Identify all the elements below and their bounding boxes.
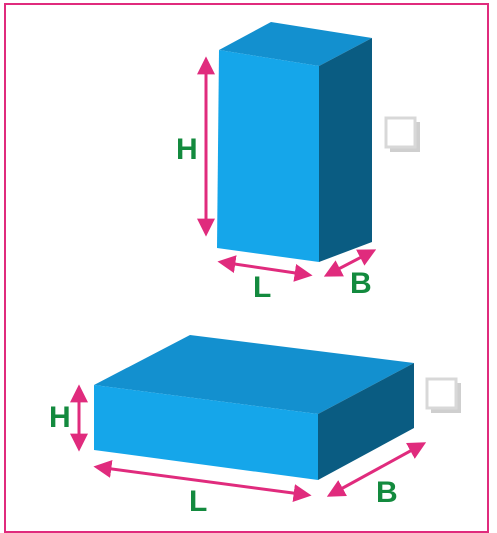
tall-cuboid-side-face — [319, 38, 372, 262]
tall-breadth-arrow — [323, 249, 377, 277]
tall-length-arrow — [217, 255, 313, 282]
tall-length-label: L — [253, 271, 272, 304]
flat-height-label: H — [49, 401, 71, 434]
flat-cuboid-top-face — [94, 335, 414, 414]
tall-height-label: H — [176, 133, 198, 166]
tall-cuboid — [217, 22, 372, 262]
tall-breadth-label: B — [350, 267, 372, 300]
tall-cuboid-top-face — [219, 22, 372, 66]
flat-cuboid — [94, 335, 414, 480]
flat-breadth-arrow — [326, 442, 427, 497]
empty-checkbox-icon — [425, 377, 461, 413]
flat-length-arrow — [93, 459, 312, 503]
tall-box-checkbox[interactable] — [384, 116, 422, 154]
flat-cuboid-front-face — [94, 385, 318, 480]
flat-breadth-label: B — [376, 476, 398, 509]
tall-cuboid-front-face — [217, 50, 319, 262]
flat-box-checkbox[interactable] — [425, 377, 463, 415]
flat-length-label: L — [189, 485, 208, 518]
empty-checkbox-icon — [384, 116, 420, 152]
